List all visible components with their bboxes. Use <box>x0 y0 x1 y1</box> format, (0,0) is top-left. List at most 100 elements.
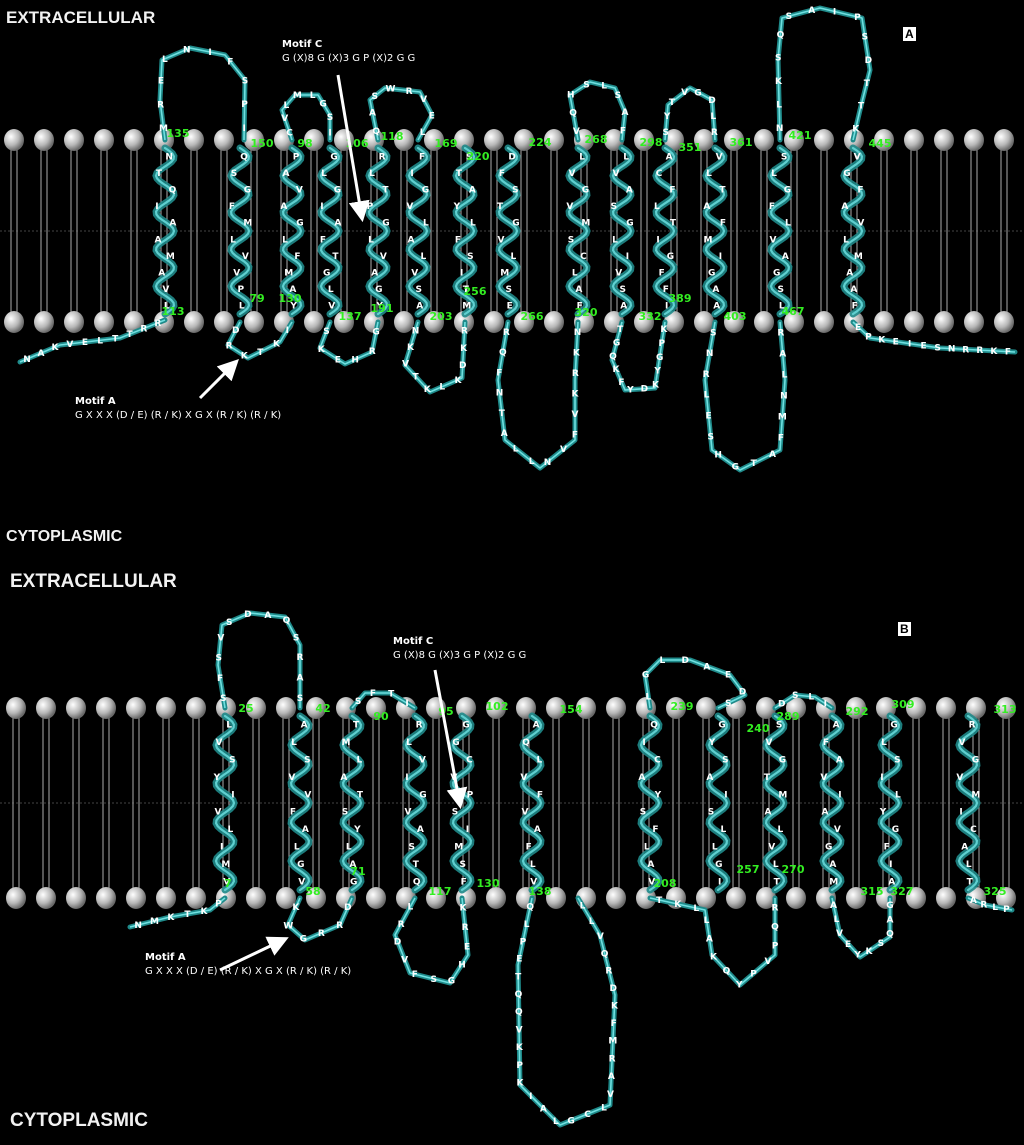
residue-letter: R <box>336 921 343 931</box>
residue-letter: A <box>765 808 772 818</box>
residue-letter: K <box>611 1001 619 1011</box>
residue-letter: D <box>708 96 715 106</box>
residue-letter: V <box>768 843 775 853</box>
residue-letter: L <box>423 219 429 229</box>
residue-letter: A <box>417 825 424 835</box>
residue-letter: V <box>857 219 864 229</box>
residue-letter: F <box>290 808 296 818</box>
residue-letter: Y <box>375 302 383 312</box>
residue-letter: L <box>164 302 170 312</box>
residue-letter: I <box>889 860 892 870</box>
residue-letter: T <box>184 910 191 920</box>
residue-letter: A <box>297 674 304 684</box>
residue-letter: G <box>244 186 251 196</box>
residue-number: 315 <box>861 885 884 898</box>
helix-highlight <box>407 146 429 316</box>
residue-letter: R <box>154 319 161 329</box>
residue-letter: S <box>342 808 348 818</box>
residue-letter: L <box>693 904 699 914</box>
residue-letter: Y <box>653 367 661 377</box>
residue-letter: A <box>334 219 341 229</box>
residue-letter: I <box>286 326 289 336</box>
cytoplasmic-label: CYTOPLASMIC <box>10 1110 148 1131</box>
helix-highlight <box>497 146 519 316</box>
loop-highlight <box>394 897 469 984</box>
residue-letter: N <box>776 124 784 134</box>
residue-letter: I <box>220 843 223 853</box>
residue-letter: I <box>833 8 836 18</box>
residue-letter: V <box>242 252 249 262</box>
residue-letter: M <box>829 877 838 887</box>
residue-number: 135 <box>167 127 190 140</box>
loop-highlight <box>319 321 379 365</box>
residue-letter: S <box>323 327 329 337</box>
residue-letter: L <box>966 860 972 870</box>
residue-number: 130 <box>477 877 500 890</box>
residue-letter: S <box>611 202 617 212</box>
motif-c-title: Motif C <box>393 636 434 647</box>
residue-letter: K <box>866 947 874 957</box>
residue-letter: K <box>573 349 581 359</box>
residue-letter: S <box>466 152 472 162</box>
residue-letter: W <box>386 85 396 95</box>
residue-letter: C <box>580 252 587 262</box>
residue-letter: T <box>413 860 420 870</box>
residue-letter: F <box>461 877 467 887</box>
residue-letter: S <box>725 699 731 709</box>
residue-letter: Q <box>283 616 291 626</box>
residue-letter: V <box>406 202 413 212</box>
motif-c-annotation: Motif C G (X)8 G (X)3 G P (X)2 G G <box>282 38 415 66</box>
residue-letter: V <box>959 738 966 748</box>
residue-letter: Y <box>353 825 361 835</box>
lipid-head <box>366 887 386 909</box>
residue-letter: T <box>112 335 119 345</box>
helix-highlight <box>454 146 476 316</box>
residue-letter: Q <box>601 949 609 959</box>
lipid-head <box>34 129 54 151</box>
helix-highlight <box>229 146 251 316</box>
residue-letter: Y <box>663 112 671 122</box>
extracellular-label: EXTRACELLULAR <box>10 571 177 592</box>
residue-letter: K <box>52 343 60 353</box>
residue-letter: R <box>703 370 710 380</box>
residue-letter: G <box>890 721 897 731</box>
residue-number: 389 <box>669 292 692 305</box>
helix-highlight <box>521 714 543 892</box>
residue-letter: S <box>408 843 414 853</box>
residue-letter: T <box>413 372 420 382</box>
residue-letter: Q <box>413 877 421 887</box>
residue-letter: V <box>296 186 303 196</box>
residue-letter: Q <box>723 967 731 977</box>
residue-letter: T <box>764 773 771 783</box>
residue-letter: L <box>439 383 445 393</box>
lipid-head <box>276 697 296 719</box>
residue-letter: K <box>710 953 718 963</box>
residue-letter: I <box>328 128 331 138</box>
residue-letter: V <box>520 773 527 783</box>
residue-letter: G <box>334 186 341 196</box>
residue-letter: R <box>969 721 976 731</box>
lipid-head <box>966 697 986 719</box>
helix-highlight <box>639 714 661 892</box>
residue-letter: G <box>382 219 389 229</box>
residue-letter: A <box>779 350 786 360</box>
residue-letter: A <box>703 202 710 212</box>
residue-letter: S <box>568 235 574 245</box>
residue-letter: A <box>340 773 347 783</box>
residue-letter: F <box>669 186 675 196</box>
residue-letter: F <box>663 285 669 295</box>
residue-number: 138 <box>529 885 552 898</box>
residue-letter: T <box>858 102 865 112</box>
residue-letter: A <box>888 877 895 887</box>
residue-letter: S <box>781 152 787 162</box>
residue-letter: H <box>567 91 575 101</box>
loop-highlight <box>497 321 579 469</box>
residue-letter: S <box>229 756 235 766</box>
residue-letter: S <box>506 285 512 295</box>
residue-letter: S <box>371 92 377 102</box>
residue-letter: L <box>369 169 375 179</box>
